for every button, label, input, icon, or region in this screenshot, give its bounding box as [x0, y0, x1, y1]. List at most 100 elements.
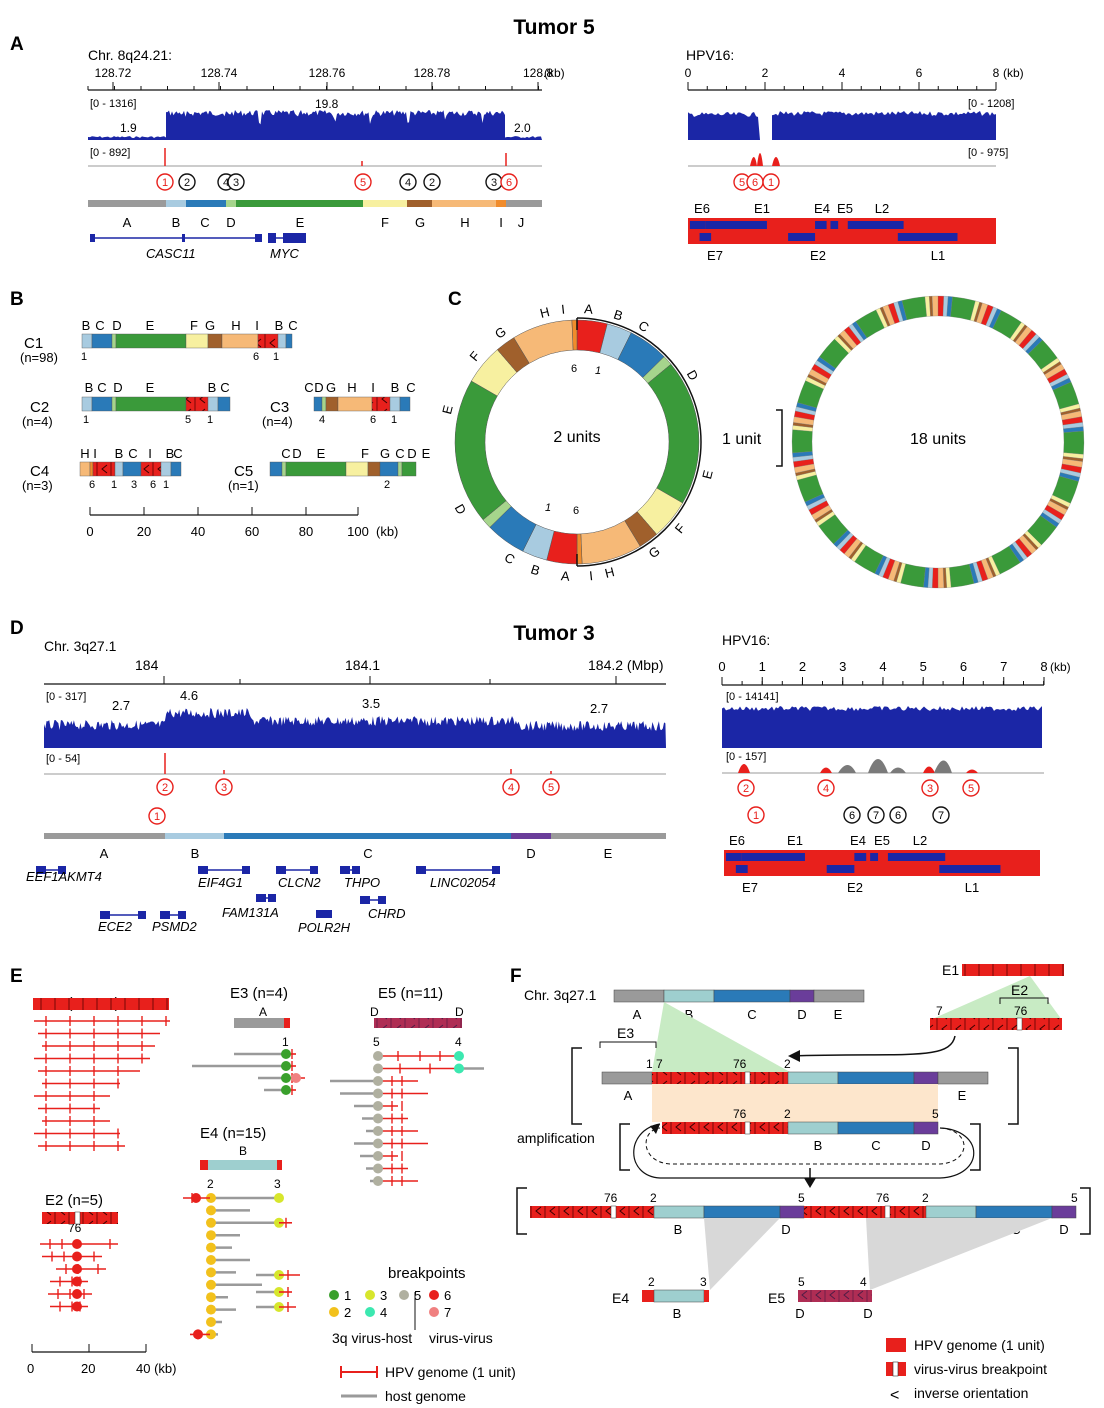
breakpoint-circle [148, 807, 166, 825]
amplicon-segment [367, 461, 381, 477]
gene-exon [100, 911, 110, 919]
ring-label: A [560, 568, 570, 584]
breakpoint-dot [72, 1276, 82, 1287]
breakpoint-number: 7 [938, 810, 944, 822]
breakpoint-circle [500, 173, 518, 191]
e4-seg-b: B [239, 1144, 247, 1158]
e5-seg-d1: D [370, 1005, 379, 1019]
hpv-gene-label: E2 [847, 880, 863, 895]
chr8-coverage-track [88, 110, 542, 140]
segment-label: B [685, 1007, 694, 1022]
amplicon-segment [140, 461, 162, 477]
legend-number: 5 [414, 1288, 421, 1303]
hpv-gene-label: E2 [810, 248, 826, 263]
amplicon-segment [371, 396, 391, 412]
amplicon-segment [277, 333, 287, 349]
segment-label: A [100, 846, 109, 861]
segment-label: I [499, 215, 503, 230]
breakpoint-number: 3 [131, 479, 137, 491]
f-num: 7 [936, 1004, 943, 1018]
f-num: 2 [650, 1191, 657, 1205]
tick-label: 3 [839, 659, 846, 674]
host-inv-overlay [374, 1018, 462, 1028]
segment-label: D [113, 380, 122, 395]
breakpoint-circle [817, 779, 835, 797]
segment-label: E [146, 380, 155, 395]
segment-label: C [97, 380, 106, 395]
breakpoint-number: 2 [384, 479, 390, 491]
ring-segment [937, 295, 944, 317]
amplicon-count: (n=1) [228, 478, 259, 493]
segment-label: G [415, 215, 425, 230]
hpv-gene-block [887, 853, 946, 861]
hpv-gene-label: E1 [787, 833, 803, 848]
segment-label: B [82, 318, 91, 333]
hpv-gene-label: E1 [754, 201, 770, 216]
amplicon-segment [401, 461, 417, 477]
f-e4: E4 [612, 1290, 629, 1306]
breakpoint-dot [373, 1163, 383, 1174]
legend-number: 7 [444, 1305, 451, 1320]
hpv-gene-label: E7 [707, 248, 723, 263]
breakpoint-dot [373, 1076, 383, 1086]
breakpoint-circle [843, 806, 861, 824]
breakpoint-dot [193, 1329, 203, 1340]
tick-label: 0 [718, 659, 725, 674]
tick-label: 6 [960, 659, 967, 674]
segment-label: C [406, 380, 415, 395]
ring-segment [571, 319, 578, 351]
ring-label: G [492, 324, 509, 342]
segment [226, 200, 236, 207]
tick-label: 128.74 [201, 66, 238, 80]
hpv-gene-block [870, 853, 879, 861]
amplicon-name: C3 [270, 399, 289, 416]
ring-18-units-label: 18 units [910, 431, 966, 448]
amplicon-segment [207, 396, 219, 412]
amplicon-segment [89, 461, 94, 477]
segment-label: G [326, 380, 336, 395]
tick-label: 40 [191, 524, 205, 539]
ring-label: B [529, 561, 542, 578]
breakpoint-number: 1 [81, 351, 87, 363]
ring-label: B [612, 307, 625, 324]
segment [779, 1205, 805, 1219]
chr3-disc-range: [0 - 54] [46, 753, 80, 765]
e4-label: E4 (n=15) [200, 1125, 266, 1142]
segment-label: C [288, 318, 297, 333]
chr3-tick-184: 184 [135, 657, 159, 673]
f-num: 76 [876, 1191, 890, 1205]
amplicon-segment [91, 333, 113, 349]
segment [166, 200, 186, 207]
hpv-gene-block [689, 221, 706, 229]
segment-label: A [633, 1007, 642, 1022]
f-amplification: amplification [517, 1130, 595, 1146]
gene-exon [198, 866, 208, 874]
breakpoint-dot [206, 1317, 216, 1327]
ring-label: G [646, 543, 663, 561]
amplicon-segment [122, 461, 142, 477]
hpv-unit-d: (kb) [1050, 660, 1071, 674]
panel-f: ABCDE77617762ABCDE7625BCD76257625BCDBCD2… [516, 962, 1091, 1404]
segment [506, 200, 542, 207]
segment-label: I [255, 318, 259, 333]
legend-breakpoints-title: breakpoints [388, 1265, 466, 1282]
legend-number: 1 [344, 1288, 351, 1303]
bracket [1008, 1047, 1019, 1125]
breakpoint-dot [206, 1217, 216, 1228]
gene-exon [378, 896, 386, 904]
hpv-gene-block [826, 865, 855, 873]
tick-label: 100 [347, 524, 369, 539]
segment-label: F [381, 215, 389, 230]
tick-label: 5 [920, 659, 927, 674]
segment-label: C [128, 446, 137, 461]
gene-name: THPO [344, 875, 380, 890]
hpv-gene-block [705, 221, 767, 229]
amplicon-count: (n=3) [22, 478, 53, 493]
breakpoint-number: 1 [391, 414, 397, 426]
gene-casc11: CASC11 [146, 246, 196, 261]
amplicon-segment [221, 333, 259, 349]
legend-dot [329, 1307, 339, 1317]
